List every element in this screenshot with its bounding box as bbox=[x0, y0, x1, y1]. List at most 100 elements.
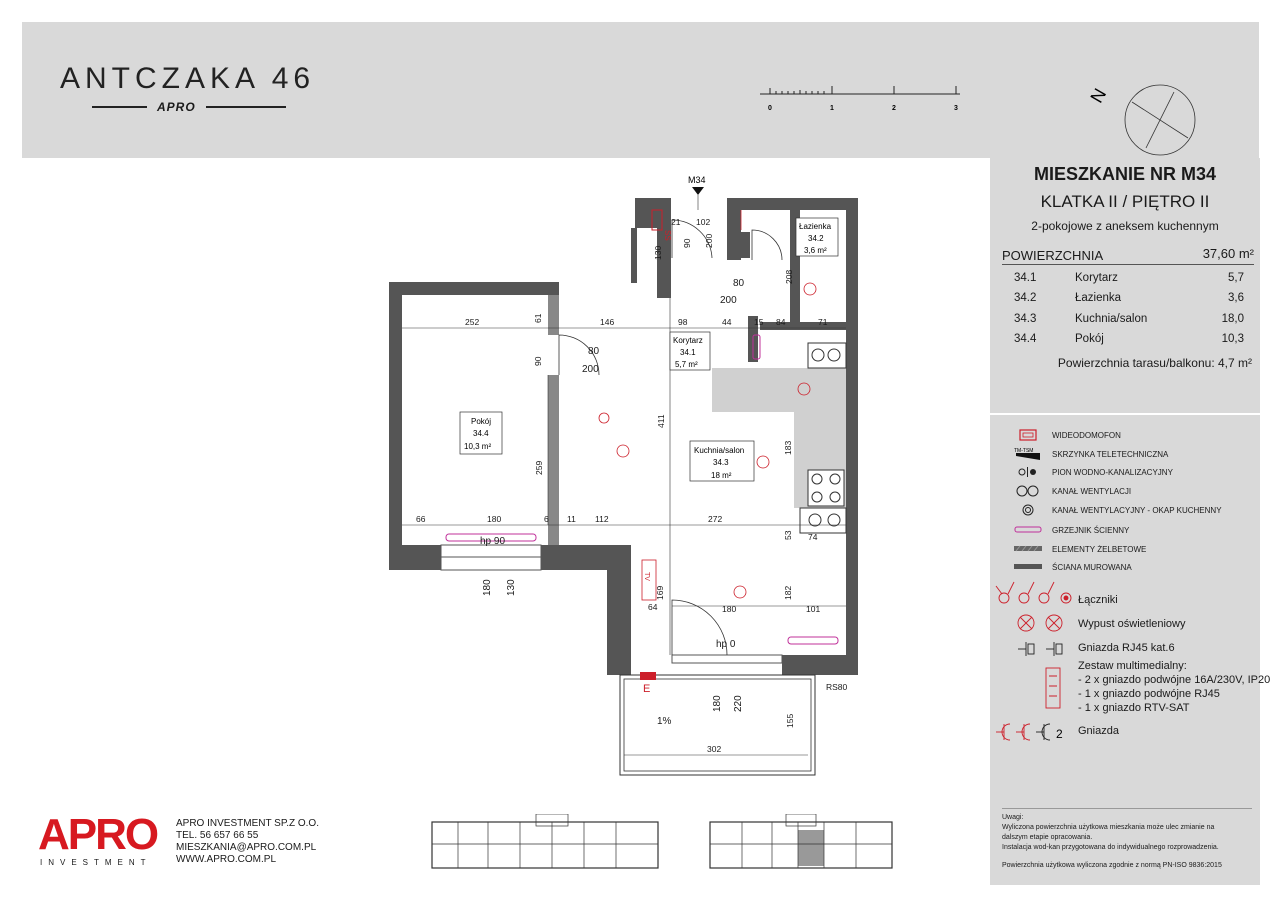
north-arrow-icon: N bbox=[1086, 84, 1196, 156]
intercom-marker bbox=[651, 209, 663, 231]
radiator-bath bbox=[752, 334, 761, 360]
legend-label: WIDEODOMOFON bbox=[1052, 431, 1121, 440]
scale-bar: 0 1 2 3 bbox=[760, 86, 960, 112]
rs80-label: RS80 bbox=[826, 682, 848, 692]
concrete-element-icon bbox=[1014, 545, 1042, 552]
dim-80b: 80 bbox=[588, 346, 600, 357]
room-row: 34.1 Korytarz 5,7 bbox=[1014, 272, 1244, 293]
light-outlet-icon bbox=[1017, 614, 1063, 632]
room-area: 3,6 bbox=[1228, 292, 1244, 304]
scale-label-2: 2 bbox=[892, 105, 896, 112]
dim-101: 101 bbox=[806, 604, 820, 614]
dim-182: 182 bbox=[783, 586, 793, 600]
logo-subtext: INVESTMENT bbox=[40, 858, 152, 867]
door-room bbox=[558, 334, 600, 376]
tv-label: TV bbox=[643, 572, 650, 581]
dim-102: 102 bbox=[696, 217, 710, 227]
telecom-e-label: E bbox=[643, 683, 650, 695]
room-area-hall: 5,7 m² bbox=[675, 360, 698, 369]
room-area-bath: 3,6 m² bbox=[804, 246, 827, 255]
dim-66: 66 bbox=[416, 514, 426, 524]
dim-259: 259 bbox=[534, 461, 544, 475]
scale-label-3: 3 bbox=[954, 105, 958, 112]
dim-411: 411 bbox=[656, 414, 666, 428]
hood-vent-icon bbox=[1022, 504, 1034, 516]
tv-socket-marker bbox=[641, 559, 657, 601]
room-name: Korytarz bbox=[1075, 272, 1118, 284]
scale-label-0: 0 bbox=[768, 105, 772, 112]
sockets-label: Gniazda bbox=[1078, 725, 1119, 737]
dim-90b: 90 bbox=[533, 356, 543, 366]
intercom-icon bbox=[1019, 429, 1037, 441]
highlighted-unit bbox=[798, 830, 824, 866]
room-num-hall: 34.1 bbox=[680, 348, 696, 357]
legend-label: ELEMENTY ŻELBETOWE bbox=[1052, 545, 1147, 554]
wall-east bbox=[846, 198, 858, 675]
wall-bath-return bbox=[738, 232, 750, 258]
dim-146: 146 bbox=[600, 317, 614, 327]
ventilation-icon bbox=[1016, 485, 1039, 497]
hp-0: hp 0 bbox=[716, 639, 736, 650]
room-num-kitchen: 34.3 bbox=[713, 458, 729, 467]
wall-loggia-corner bbox=[607, 655, 622, 675]
room-area: 10,3 bbox=[1221, 333, 1244, 345]
dim-64: 64 bbox=[648, 602, 658, 612]
wall-south-room-left bbox=[389, 545, 441, 570]
dim-130b: 130 bbox=[506, 579, 517, 596]
apartment-title: MIESZKANIE NR M34 bbox=[1033, 164, 1217, 184]
room-name: Pokój bbox=[1075, 333, 1104, 345]
info-panel: MIESZKANIE NR M34 KLATKA II / PIĘTRO II … bbox=[990, 158, 1270, 885]
room-name: Łazienka bbox=[1075, 292, 1122, 304]
floor-plan: Pokój 34.4 10,3 m² Korytarz 34.1 5,7 m² … bbox=[389, 175, 858, 776]
area-label: POWIERZCHNIA bbox=[1002, 248, 1104, 263]
room-area: 18,0 bbox=[1221, 313, 1244, 325]
radiator-room bbox=[445, 533, 537, 542]
intercom-ss-label: SS bbox=[663, 230, 672, 241]
multimedia-item: - 2 x gniazdo podwójne 16A/230V, IP20 bbox=[1078, 674, 1271, 686]
wall-bath-south bbox=[760, 322, 846, 330]
sockets-number: 2 bbox=[1056, 727, 1063, 741]
legend-label: SKRZYNKA TELETECHNICZNA bbox=[1052, 450, 1169, 459]
room-tag-bath bbox=[795, 217, 839, 257]
dim-11: 11 bbox=[567, 514, 576, 524]
wall-stair-column bbox=[635, 198, 671, 228]
multimedia-item: - 1 x gniazdo podwójne RJ45 bbox=[1078, 688, 1220, 700]
radiator-icon bbox=[1014, 526, 1042, 533]
logo-text: APRO bbox=[38, 810, 159, 859]
apartment-type: 2-pokojowe z aneksem kuchennym bbox=[1031, 219, 1219, 233]
cooktop bbox=[807, 469, 845, 507]
room-area-kitchen: 18 m² bbox=[711, 471, 732, 480]
terrace-area: Powierzchnia tarasu/balkonu: 4,7 m² bbox=[1057, 356, 1252, 370]
room-tag-kitchen bbox=[689, 440, 755, 482]
company-email[interactable]: MIESZKANIA@APRO.COM.PL bbox=[176, 842, 317, 853]
area-header: POWIERZCHNIA 37,60 m² bbox=[1002, 246, 1254, 265]
entry-arrow-icon bbox=[692, 187, 704, 195]
legend-label: PION WODNO-KANALIZACYJNY bbox=[1052, 468, 1173, 477]
room-row: 34.3 Kuchnia/salon 18,0 bbox=[1014, 313, 1244, 334]
room-name: Kuchnia/salon bbox=[1075, 313, 1148, 325]
apartment-stair-floor: KLATKA II / PIĘTRO II bbox=[1040, 192, 1210, 211]
dim-90a: 90 bbox=[682, 238, 692, 248]
dim-15: 15 bbox=[754, 317, 764, 327]
telecom-box-marker bbox=[640, 672, 656, 680]
company-website[interactable]: WWW.APRO.COM.PL bbox=[176, 854, 276, 865]
wall-south-kitchen bbox=[782, 655, 858, 675]
vent-shaft-lower bbox=[799, 507, 847, 534]
wall-bath-east bbox=[790, 210, 800, 322]
door-entry bbox=[671, 219, 713, 259]
dim-53: 53 bbox=[783, 530, 793, 540]
dim-200a: 200 bbox=[704, 234, 714, 248]
legend-label: GRZEJNIK ŚCIENNY bbox=[1052, 526, 1130, 535]
notes-line: dalszym etapie opracowania. bbox=[1002, 834, 1093, 841]
dim-220: 220 bbox=[733, 695, 744, 712]
dim-21: 21 bbox=[671, 217, 681, 227]
loggia bbox=[619, 674, 816, 776]
dim-272: 272 bbox=[708, 514, 722, 524]
wall-north-room bbox=[389, 282, 559, 295]
company-name: APRO INVESTMENT SP.Z O.O. bbox=[176, 818, 319, 829]
building-key-plan-left bbox=[431, 814, 659, 869]
room-row: 34.4 Pokój 10,3 bbox=[1014, 333, 1244, 354]
room-row: 34.2 Łazienka 3,6 bbox=[1014, 292, 1244, 313]
company-phone: TEL. 56 657 66 55 bbox=[176, 830, 259, 841]
room-area: 5,7 bbox=[1228, 272, 1244, 284]
